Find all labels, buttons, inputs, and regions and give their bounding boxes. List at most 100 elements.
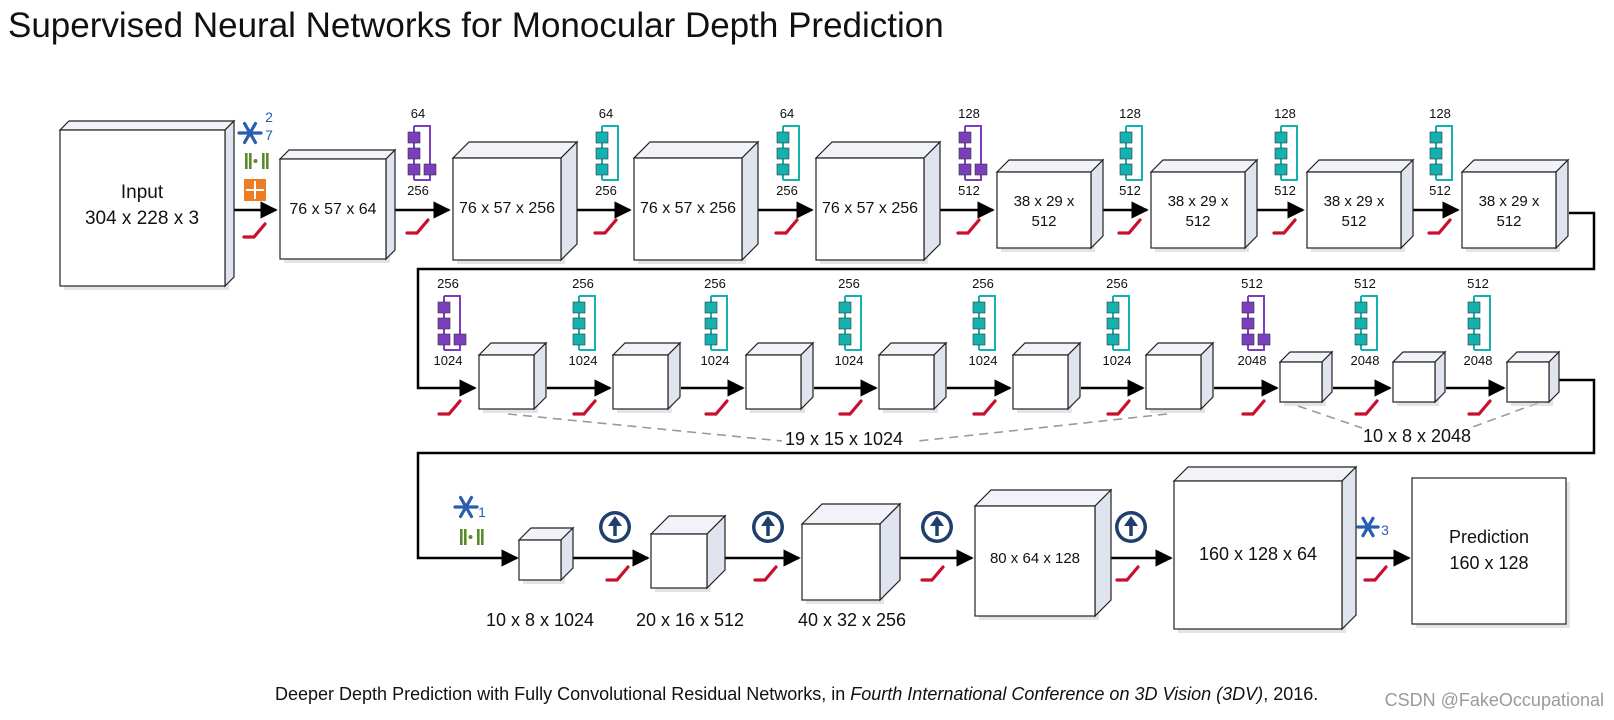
residual-conv-square [572,317,586,330]
residual-skip-path [711,295,728,351]
relu-icon [405,218,430,235]
identity-residual-icon [1119,125,1143,181]
residual-conv-square [407,147,421,160]
up-projection-icon [752,511,784,543]
block-size-label: 512 [1341,213,1366,230]
block-top-face [58,120,236,131]
residual-conv-square [1106,317,1120,330]
residual-conv-square [437,301,451,314]
residual-conv-square [572,333,586,346]
residual-conv-square [1274,147,1288,160]
residual-conv-square [958,163,972,176]
block-size-label: 80 x 64 x 128 [990,550,1080,567]
residual-skip-path [1361,295,1378,351]
block-top-face [973,489,1113,507]
identity-residual-icon [572,295,596,351]
block-size-label: 512 [1185,213,1210,230]
residual-conv-square [437,317,451,330]
residual-bottom-channels: 1024 [1103,353,1132,368]
group-dashed-line [1469,402,1539,429]
conv-star-stroke [242,121,258,145]
identity-residual-icon [972,295,996,351]
residual-skip-path [444,295,461,351]
residual-conv-square [838,317,852,330]
bn-bar [460,529,463,545]
feature-block [1305,158,1415,252]
residual-conv-square [595,163,609,176]
residual-skip-path [1436,125,1453,181]
residual-bottom-channels: 1024 [434,353,463,368]
block-front-face [974,505,1096,617]
block-side-face [1400,158,1414,250]
feature-block [611,341,682,413]
relu-icon [1115,565,1140,582]
residual-bottom-channels: 512 [958,183,980,198]
up-projection-icon [599,511,631,543]
page-title: Supervised Neural Networks for Monocular… [8,6,944,45]
residual-bottom-channels: 1024 [835,353,864,368]
residual-top-channels: 256 [437,276,459,291]
block-side-face [1200,341,1214,411]
block-side-face [1094,488,1112,618]
block-size-label: 76 x 57 x 64 [289,201,376,218]
relu-icon [1241,399,1266,416]
block-front-face [279,158,387,260]
relu-icon [972,399,997,416]
block-side-face [533,341,547,411]
residual-conv-square [704,301,718,314]
citation: Deeper Depth Prediction with Fully Convo… [275,684,1318,705]
feature-block [451,140,579,264]
residual-skip-path [1113,295,1130,351]
residual-top-channels: 64 [599,106,613,121]
relu-icon [1354,399,1379,416]
residual-bottom-channels: 2048 [1351,353,1380,368]
residual-conv-square [972,301,986,314]
residual-conv-square [1354,333,1368,346]
residual-conv-square [1119,131,1133,144]
up-arrow-head [608,516,622,526]
block-side-face [1341,465,1357,631]
residual-top-channels: 64 [780,106,794,121]
projection-residual-icon [958,125,988,181]
block-top-face [451,141,579,159]
residual-conv-square [1354,301,1368,314]
up-projection-icon [1115,511,1147,543]
conv-kernel-label: 7 [265,127,273,143]
block-front-face [1279,361,1323,403]
block-front-face [518,539,562,581]
conv3-sub-label: 3 [1381,522,1389,538]
block-side-face [923,140,941,262]
bn-dot [468,535,473,539]
feature-block [649,514,727,592]
residual-conv-square [572,301,586,314]
block-front-face [996,171,1092,249]
residual-skip-path [1474,295,1491,351]
block-top-face [1460,159,1570,173]
residual-top-channels: 512 [1467,276,1489,291]
residual-skip-path [965,125,982,181]
identity-residual-icon [704,295,728,351]
block-size-label: 10 x 8 x 1024 [486,610,594,630]
residual-conv-square [776,163,790,176]
feature-block [517,526,575,584]
citation-prefix: Deeper Depth Prediction with Fully Convo… [275,684,851,704]
relu-icon [605,565,630,582]
residual-skip-path [602,125,619,181]
residual-conv-square [595,147,609,160]
block-front-face [452,157,562,261]
block-side-face [1555,158,1569,250]
feature-block [973,488,1113,620]
block-side-face [1244,158,1258,250]
block-front-face [1506,361,1550,403]
relu-icon [753,565,778,582]
residual-conv-square [1467,301,1481,314]
identity-residual-icon [1354,295,1378,351]
residual-top-channels: 128 [1119,106,1141,121]
block-top-face [632,141,760,159]
residual-conv-square [958,131,972,144]
residual-skip-path [979,295,996,351]
relu-icon [1363,565,1388,582]
residual-conv-square [1274,131,1288,144]
feature-block [1144,341,1215,413]
conv-star-stroke [1361,516,1375,538]
